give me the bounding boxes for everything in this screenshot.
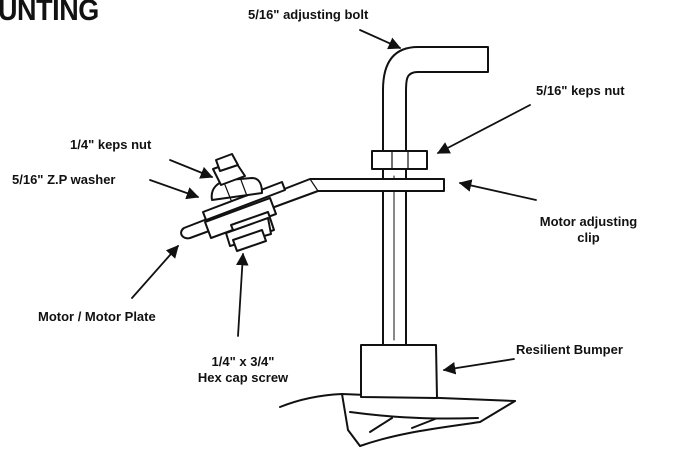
label-keps-nut-516: 5/16" keps nut xyxy=(536,83,625,98)
label-hex-cap-screw-line2: Hex cap screw xyxy=(197,370,289,385)
label-motor-adjusting-clip: Motor adjusting clip xyxy=(526,214,651,246)
label-motor-adjusting-clip-line2: clip xyxy=(577,230,600,245)
label-keps-nut-14: 1/4" keps nut xyxy=(70,137,152,152)
arrow-keps-nut-516 xyxy=(436,104,531,154)
label-zp-washer: 5/16" Z.P washer xyxy=(12,172,116,187)
label-resilient-bumper: Resilient Bumper xyxy=(516,342,623,357)
arrow-adjusting-bolt xyxy=(359,29,402,50)
label-adjusting-bolt: 5/16" adjusting bolt xyxy=(248,7,369,22)
adjusting-bolt xyxy=(382,46,489,345)
label-hex-cap-screw-line1: 1/4" x 3/4" xyxy=(211,354,275,369)
arrow-keps-nut-14 xyxy=(169,159,214,179)
arrow-resilient-bumper xyxy=(442,358,515,375)
arrow-motor-adjusting-clip xyxy=(458,179,537,201)
keps-nut-516-part xyxy=(371,150,428,170)
fastener-stack xyxy=(202,153,286,252)
arrow-motor-plate xyxy=(131,245,179,299)
leader-arrows xyxy=(131,29,537,375)
label-hex-cap-screw: 1/4" x 3/4" Hex cap screw xyxy=(178,354,308,386)
resilient-bumper xyxy=(360,344,438,399)
label-motor-plate: Motor / Motor Plate xyxy=(38,309,156,324)
section-heading: UNTING xyxy=(0,0,99,27)
motor-adjusting-clip-part xyxy=(180,178,445,240)
arrow-hex-cap-screw xyxy=(236,252,249,337)
base-surface xyxy=(279,393,516,447)
label-motor-adjusting-clip-line1: Motor adjusting xyxy=(539,214,638,229)
arrow-zp-washer xyxy=(149,179,200,200)
